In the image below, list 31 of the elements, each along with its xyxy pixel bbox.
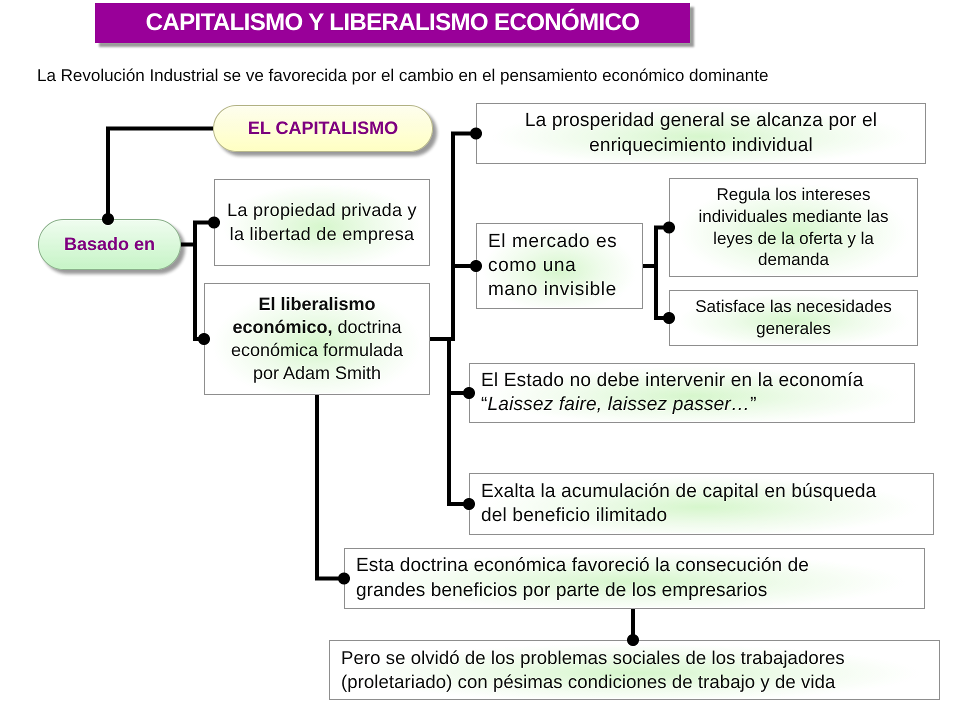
box-text: Esta doctrina económica favoreció la consecución de grandes beneficios por parte de los empresarios	[356, 554, 810, 602]
box-text: El liberalismo económico, doctrina económica formulada por Adam Smith	[230, 292, 404, 386]
connector-line	[181, 242, 210, 345]
box-text: Satisface las necesidades generales	[694, 296, 893, 340]
box-text: El mercado es como una mano invisible	[488, 230, 618, 302]
concept-box	[669, 290, 918, 346]
concept-box	[469, 473, 934, 535]
concept-box	[329, 640, 940, 700]
concept-box	[476, 223, 643, 309]
box-text: Pero se olvidó de los problemas sociales de los trabajadores (proletariado) con pésimas condiciones de trabajo y de vida	[341, 646, 846, 694]
box-text: Exalta la acumulación de capital en búsqueda del beneficio ilimitado	[481, 480, 878, 528]
concept-box	[214, 179, 430, 266]
connector-line	[102, 126, 213, 225]
rounded-pill	[213, 105, 433, 152]
concept-box	[344, 548, 925, 609]
connector-line	[430, 337, 475, 510]
intro-text: La Revolución Industrial se ve favorecida por el cambio en el pensamiento económico dominante	[37, 66, 768, 86]
concept-box	[669, 178, 918, 277]
concept-box	[476, 103, 926, 164]
box-text: La propiedad privada y la libertad de empresa	[226, 199, 418, 246]
pill-text: Basado en	[62, 232, 156, 256]
pill-text: EL CAPITALISMO	[246, 116, 400, 140]
box-text: La prosperidad general se alcanza por el enriquecimiento individual	[524, 109, 878, 158]
box-text: Regula los intereses individuales mediante las leyes de la oferta y la demanda	[698, 184, 890, 271]
concept-box	[204, 283, 430, 395]
title-banner: CAPITALISMO Y LIBERALISMO ECONÓMICO	[95, 3, 690, 43]
concept-box	[469, 363, 915, 423]
connector-line	[627, 609, 639, 646]
box-text: El Estado no debe intervenir en la economía “Laissez faire, laissez passer…”	[481, 368, 865, 417]
rounded-pill	[38, 219, 181, 270]
connector-line	[315, 395, 350, 584]
